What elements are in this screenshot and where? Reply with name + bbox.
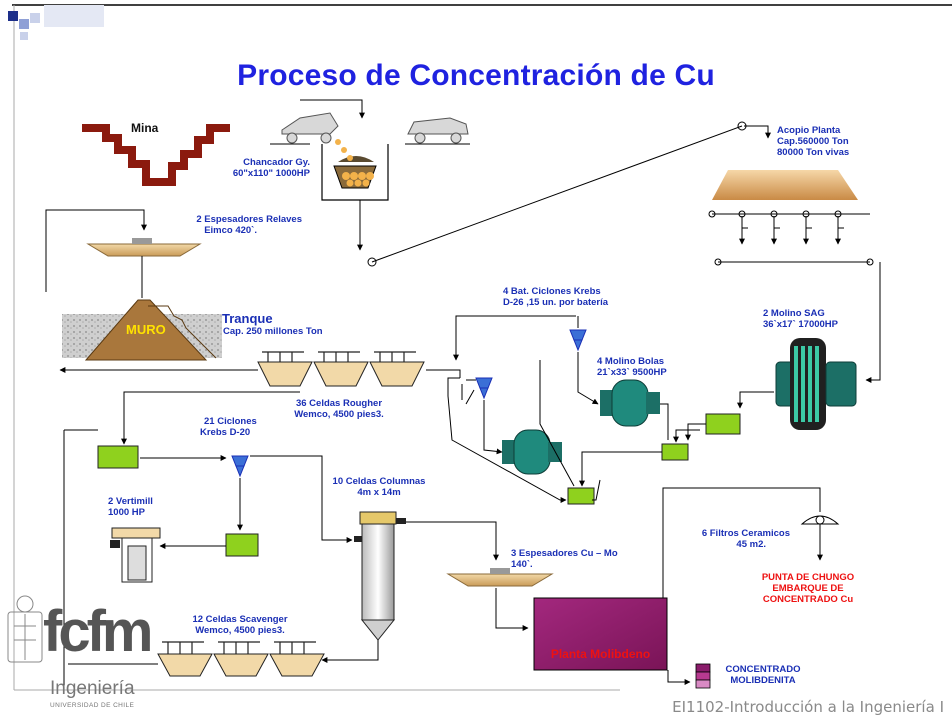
concentrado-mo-line-1: CONCENTRADO	[725, 664, 801, 675]
planta-molibdeno-label: Planta Molibdeno	[550, 647, 651, 661]
flow-lines	[447, 315, 706, 503]
celdas-rougher	[257, 361, 425, 387]
filtros-line-1: 6 Filtros Ceramicos	[701, 528, 790, 539]
espesadores-relaves-label: 2 Espesadores Relaves Eimco 420`.	[150, 214, 302, 236]
ciclones-krebs-label: 4 Bat. Ciclones Krebs D-26 ,15 un. por b…	[503, 286, 608, 308]
vertimill	[110, 527, 161, 583]
columnas-line-1: 10 Celdas Columnas	[332, 476, 426, 487]
universidad-de-chile-text: UNIVERSIDAD DE CHILE	[50, 702, 135, 709]
tranque-dam	[62, 299, 222, 361]
molino-sag	[775, 338, 857, 430]
mina-label: Mina	[131, 121, 159, 135]
espesador-cu-mo	[446, 568, 554, 587]
espesadores-cumo-line-2: 140`.	[511, 559, 533, 570]
concentrado-mo-label: CONCENTRADO MOLIBDENITA	[718, 664, 808, 686]
filtros-label: 6 Filtros Ceramicos 45 m2.	[680, 528, 790, 550]
molino-bolas-label: 4 Molino Bolas 21`x33` 9500HP	[597, 356, 667, 378]
celdas-scavenger	[157, 653, 325, 677]
molino-bolas	[600, 379, 660, 427]
molino-sag-label: 2 Molino SAG 36`x17` 17000HP	[763, 308, 838, 330]
mina-pit	[82, 124, 230, 186]
ciclones-d20-line-2: Krebs D-20	[200, 427, 251, 438]
espesador-relaves	[86, 238, 202, 298]
concentrado-molibdenita-stack	[695, 663, 711, 689]
molino-sag-line-2: 36`x17` 17000HP	[763, 319, 838, 330]
muro-label: MURO	[126, 322, 166, 337]
acopio-label: Acopio Planta Cap.560000 Ton 80000 Ton v…	[777, 125, 849, 158]
scavenger-line-2: Wemco, 4500 pies3.	[195, 625, 285, 636]
filtro-ceramico	[800, 515, 840, 536]
page-title: Proceso de Concentración de Cu	[237, 59, 715, 92]
rougher-line-2: Wemco, 4500 pies3.	[294, 409, 384, 420]
course-footer: EI1102-Introducción a la Ingeniería I	[672, 698, 944, 716]
ciclones-krebs-line-2: D-26 ,15 un. por batería	[503, 297, 609, 308]
acopio-line-2: Cap.560000 Ton	[777, 136, 849, 147]
haul-truck-right	[407, 117, 469, 144]
rougher-label: 36 Celdas Rougher Wemco, 4500 pies3.	[282, 398, 396, 420]
tranque-capacity: Cap. 250 millones Ton	[223, 326, 323, 337]
rougher-line-1: 36 Celdas Rougher	[295, 398, 383, 409]
haul-truck-left	[281, 112, 339, 144]
sump-tanks	[97, 413, 741, 557]
chancador-label: Chancador Gy. 60"x110" 1000HP	[226, 157, 310, 179]
tranque-title: Tranque	[222, 311, 273, 326]
cyclone-battery	[231, 329, 587, 478]
molino-bolas-line-1: 4 Molino Bolas	[597, 356, 665, 367]
espesadores-relaves-line-1: 2 Espesadores Relaves	[196, 214, 302, 225]
chancador-crusher	[321, 139, 389, 201]
slide-frame	[8, 4, 952, 691]
planta-molibdeno-box	[533, 597, 668, 671]
chancador-line-2: 60"x110" 1000HP	[232, 168, 310, 179]
celdas-columnas	[354, 511, 406, 641]
university-seal	[7, 595, 43, 663]
columnas-line-2: 4m x 14m	[357, 487, 401, 498]
punta-chungo-label: PUNTA DE CHUNGO EMBARQUE DE CONCENTRADO …	[761, 572, 855, 605]
espesadores-relaves-line-2: Eimco 420`.	[204, 225, 257, 236]
columnas-label: 10 Celdas Columnas 4m x 14m	[326, 476, 432, 498]
scavenger-label: 12 Celdas Scavenger Wemco, 4500 pies3.	[182, 614, 298, 636]
ingenieria-logo-text: Ingeniería	[50, 678, 135, 699]
espesadores-cumo-line-1: 3 Espesadores Cu – Mo	[511, 548, 618, 559]
acopio-line-1: Acopio Planta	[777, 125, 841, 136]
ciclones-d20-line-1: 21 Ciclones	[204, 416, 257, 427]
vertimill-line-2: 1000 HP	[108, 507, 145, 518]
scavenger-line-1: 12 Celdas Scavenger	[192, 614, 288, 625]
ciclones-krebs-line-1: 4 Bat. Ciclones Krebs	[503, 286, 601, 297]
acopio-line-3: 80000 Ton vivas	[777, 147, 850, 158]
vertimill-label: 2 Vertimill 1000 HP	[108, 496, 153, 518]
feeder-conveyors	[708, 210, 881, 383]
filtros-line-2: 45 m2.	[736, 539, 766, 550]
molino-bolas-2	[502, 429, 562, 475]
concentrado-mo-line-2: MOLIBDENITA	[730, 675, 796, 686]
molino-bolas-line-2: 21`x33` 9500HP	[597, 367, 667, 378]
acopio-stockpile	[712, 170, 858, 200]
fcfm-logo: fcfm	[43, 599, 153, 664]
chancador-line-1: Chancador Gy.	[243, 157, 310, 168]
molino-sag-line-1: 2 Molino SAG	[763, 308, 825, 319]
vertimill-line-1: 2 Vertimill	[108, 496, 153, 507]
ciclones-d20-label: 21 Ciclones Krebs D-20	[200, 416, 257, 438]
espesadores-cumo-label: 3 Espesadores Cu – Mo 140`.	[511, 548, 618, 570]
